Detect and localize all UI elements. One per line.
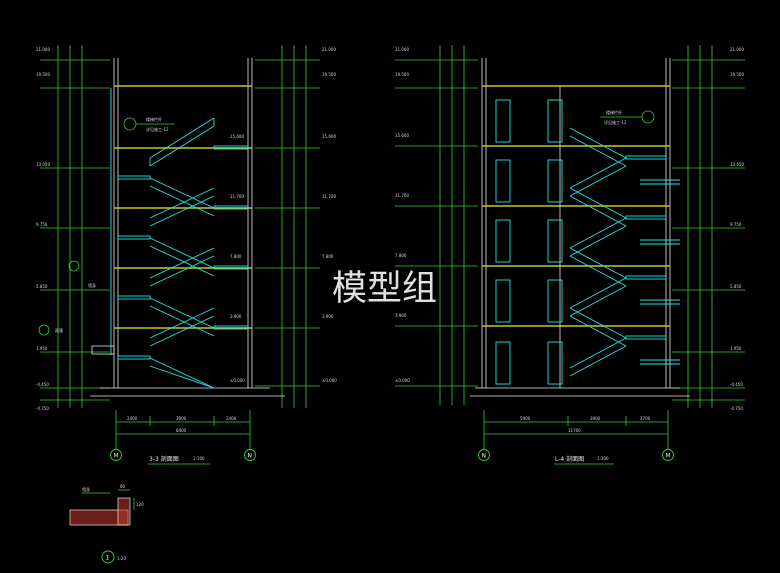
right-stair-flights xyxy=(569,127,680,377)
r-elev-r-1: 21.000 xyxy=(730,47,744,52)
left-notes: 楼梯栏杆 详见施工-12 墙身 雨篷 xyxy=(38,116,175,336)
right-axis-bubble-n xyxy=(478,449,490,461)
left-section-title: 3-3 剖面图 xyxy=(149,455,179,463)
left-dim-3: 2400 xyxy=(226,416,237,421)
r-elev-l-1: 21.000 xyxy=(395,47,409,52)
r-elev-l-3: 15.600 xyxy=(395,133,409,138)
r-elev-l-7: ±0.000 xyxy=(395,378,410,383)
right-dimension-lines xyxy=(395,45,745,408)
r-elev-r-7: -0.450 xyxy=(730,382,743,387)
right-bottom-dims: 5400 3900 2700 11700 xyxy=(483,410,669,450)
elev-l-8: -0.750 xyxy=(36,406,49,411)
wall-detail: 墙身 60 120 1 1:20 xyxy=(69,484,144,564)
left-structure xyxy=(90,58,285,397)
elev-r-7: ±0.000 xyxy=(322,378,337,383)
inner-level-3: 7.800 xyxy=(230,254,242,259)
tag-wall: 墙身 xyxy=(88,282,96,288)
right-axis-bubble-m xyxy=(662,449,674,461)
watermark-text: 模型组 xyxy=(332,269,437,309)
r-elev-r-4: 9.750 xyxy=(730,222,742,227)
r-elev-r-6: 1.950 xyxy=(730,346,742,351)
left-axis-bubble-m xyxy=(110,449,122,461)
r-elev-l-2: 19.500 xyxy=(395,72,409,77)
right-axes: N M L-4 剖面图 1:100 xyxy=(478,449,674,465)
right-dim-3: 2700 xyxy=(640,416,651,421)
elev-l-2: 19.500 xyxy=(36,72,50,77)
left-bottom-dims: 2400 3900 2400 8400 xyxy=(115,410,251,450)
right-structure xyxy=(470,58,690,397)
elev-r-5: 7.800 xyxy=(322,254,334,259)
inner-level-1: 15.600 xyxy=(230,134,244,139)
elev-r-3: 15.600 xyxy=(322,134,336,139)
right-axis-n: N xyxy=(482,453,487,460)
detail-scale: 1:20 xyxy=(117,556,126,561)
r-note-detail: 详见施工-12 xyxy=(604,119,627,125)
elev-l-1: 21.000 xyxy=(36,47,50,52)
elev-r-2: 19.500 xyxy=(322,72,336,77)
right-section-scale: 1:100 xyxy=(597,456,609,461)
elev-l-5: 5.850 xyxy=(36,284,48,289)
right-dim-2: 3900 xyxy=(590,416,601,421)
right-section-title: L-4 剖面图 xyxy=(555,455,584,463)
inner-level-5: ±0.000 xyxy=(230,378,245,383)
right-doors xyxy=(495,99,563,385)
left-dim-2: 3900 xyxy=(176,416,187,421)
inner-level-2: 11.700 xyxy=(230,194,244,199)
r-elev-l-6: 3.900 xyxy=(395,313,407,318)
r-elev-l-4: 11.700 xyxy=(395,193,409,198)
left-stair-flights xyxy=(117,117,249,389)
elev-r-6: 3.900 xyxy=(322,314,334,319)
note-railing: 楼梯栏杆 xyxy=(146,116,162,122)
left-axis-m: M xyxy=(114,453,119,460)
left-section: 21.000 19.500 13.050 9.750 5.850 1.950 -… xyxy=(36,45,337,465)
left-axis-n: N xyxy=(248,453,253,460)
right-axis-m: M xyxy=(666,453,671,460)
elev-r-1: 21.000 xyxy=(322,47,336,52)
detail-upstand xyxy=(117,497,131,526)
left-dimension-lines xyxy=(40,45,320,408)
detail-tag: 墙身 xyxy=(82,486,90,492)
r-elev-l-5: 7.800 xyxy=(395,253,407,258)
r-elev-r-5: 5.850 xyxy=(730,284,742,289)
left-section-scale: 1:100 xyxy=(193,456,205,461)
elev-l-3: 13.050 xyxy=(36,162,50,167)
right-section: 21.000 19.500 15.600 11.700 7.800 3.900 … xyxy=(395,45,745,465)
r-elev-r-8: -0.750 xyxy=(730,406,743,411)
inner-level-4: 3.900 xyxy=(230,314,242,319)
elev-l-4: 9.750 xyxy=(36,222,48,227)
detail-dim-a: 60 xyxy=(120,484,126,489)
elev-l-6: 1.950 xyxy=(36,346,48,351)
left-axes: M N 3-3 剖面图 1:100 xyxy=(110,449,256,465)
right-notes: 楼梯栏杆 详见施工-12 xyxy=(600,109,655,125)
left-dim-total: 8400 xyxy=(176,428,187,433)
r-note-railing: 楼梯栏杆 xyxy=(606,109,622,115)
detail-dim-b: 120 xyxy=(136,502,144,507)
right-dim-1: 5400 xyxy=(520,416,531,421)
tag-canopy: 雨篷 xyxy=(55,327,63,333)
right-elevations: 21.000 19.500 15.600 11.700 7.800 3.900 … xyxy=(395,47,744,411)
detail-number: 1 xyxy=(106,555,110,562)
r-elev-r-3: 13.650 xyxy=(730,162,744,167)
right-dim-total: 11700 xyxy=(568,428,581,433)
r-elev-r-2: 19.500 xyxy=(730,72,744,77)
left-dim-1: 2400 xyxy=(127,416,138,421)
note-detail: 详见施工-12 xyxy=(146,126,169,132)
detail-number-bubble xyxy=(101,550,115,564)
left-axis-bubble-n xyxy=(244,449,256,461)
elev-l-7: -0.450 xyxy=(36,382,49,387)
elev-r-4: 11.700 xyxy=(322,194,336,199)
left-elevations: 21.000 19.500 13.050 9.750 5.850 1.950 -… xyxy=(36,47,337,411)
